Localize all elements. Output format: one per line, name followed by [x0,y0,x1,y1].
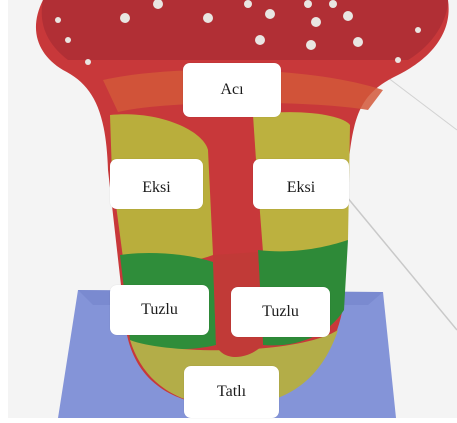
tongue-top-shade [41,0,448,60]
label-sour-left: Eksi [110,159,203,209]
label-salty-left: Tuzlu [110,285,209,335]
label-salty-right: Tuzlu [231,287,330,337]
label-sour-right: Eksi [253,159,349,209]
tongue-model-photo [8,0,457,418]
label-sweet: Tatlı [184,366,279,418]
papillae-dots [55,0,421,65]
label-bitter: Acı [183,63,281,117]
